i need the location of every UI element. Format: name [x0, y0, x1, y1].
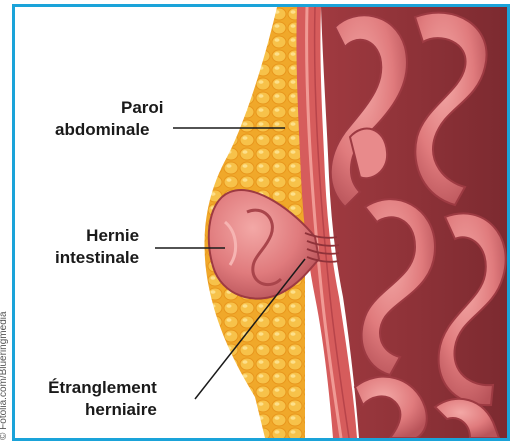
label-hernie-intestinale: Hernie intestinale: [55, 225, 139, 269]
label-hernie-line2: intestinale: [55, 247, 139, 269]
label-etranglement-line2: herniaire: [41, 399, 157, 421]
figure-frame: Paroi abdominale Hernie intestinale Étra…: [12, 4, 510, 441]
label-paroi-line1: Paroi: [85, 97, 164, 119]
hernia-illustration: [15, 7, 507, 438]
label-paroi-line2: abdominale: [41, 119, 164, 141]
label-paroi-abdominale: Paroi abdominale: [85, 97, 164, 141]
photo-credit: © Fotolia.com/Blueringmedia: [0, 311, 9, 440]
label-hernie-line1: Hernie: [55, 225, 139, 247]
label-etranglement-line1: Étranglement: [41, 377, 157, 399]
label-etranglement-herniaire: Étranglement herniaire: [41, 377, 157, 421]
